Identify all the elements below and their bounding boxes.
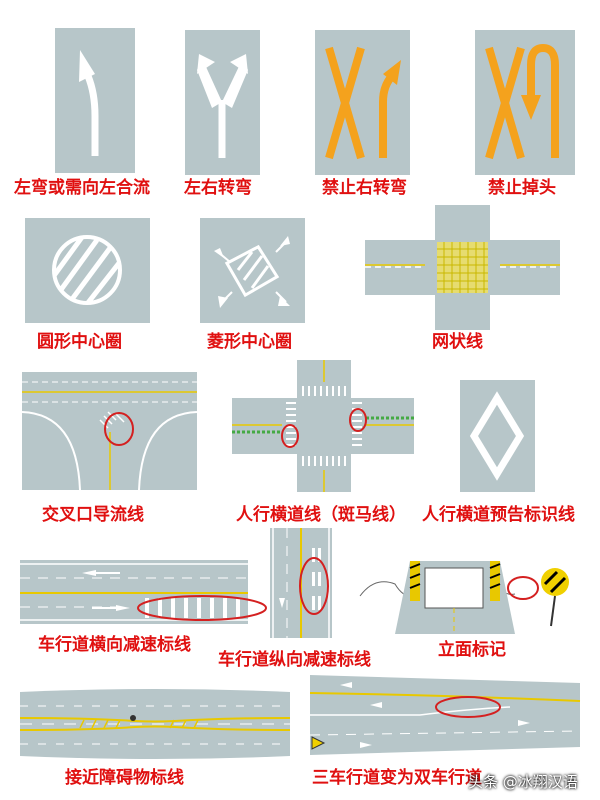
vertical-marking-icon — [359, 561, 569, 634]
caption-circular-center: 圆形中心圈 — [37, 332, 122, 352]
tile-crossing-warning — [460, 380, 535, 492]
caption-pedestrian-crossing: 人行横道线（斑马线） — [236, 505, 406, 525]
caption-left-right-turn: 左右转弯 — [184, 178, 252, 198]
tile-circular-center — [25, 218, 150, 323]
caption-transverse-deceleration: 车行道横向减速标线 — [38, 635, 191, 655]
intersection-channelization-icon — [21, 372, 198, 491]
tile-left-turn-arrow — [55, 28, 135, 173]
tile-diamond-center — [200, 218, 305, 323]
caption-diamond-center: 菱形中心圈 — [207, 332, 292, 352]
caption-obstacle-approach: 接近障碍物标线 — [65, 768, 184, 788]
caption-longitudinal-deceleration: 车行道纵向减速标线 — [218, 650, 371, 670]
crossing-warning-diamond-icon — [469, 391, 525, 481]
three-to-two-lane-icon — [309, 675, 581, 755]
pedestrian-crossing-icon — [232, 360, 414, 492]
diamond-center-marking-icon — [214, 236, 290, 308]
watermark-text: 头条 @冰翔汉语 — [468, 773, 578, 791]
left-right-turn-arrow-icon — [197, 54, 248, 158]
left-turn-arrow-icon — [79, 50, 99, 156]
tile-left-right-turn — [185, 30, 260, 175]
no-u-turn-icon — [485, 43, 559, 160]
caption-no-u-turn: 禁止掉头 — [488, 178, 556, 198]
caption-no-right-turn: 禁止右转弯 — [322, 178, 407, 198]
no-right-turn-icon — [325, 46, 401, 160]
tile-no-u-turn — [475, 30, 575, 175]
caption-channelization: 交叉口导流线 — [42, 505, 144, 525]
tile-no-right-turn — [315, 30, 410, 175]
caption-crossing-warning: 人行横道预告标识线 — [422, 505, 575, 525]
circular-center-marking-icon — [52, 235, 122, 305]
transverse-deceleration-icon — [20, 560, 267, 624]
grid-line-intersection-icon — [365, 205, 560, 330]
caption-left-turn: 左弯或需向左合流 — [14, 178, 150, 198]
obstacle-approach-icon — [19, 689, 291, 759]
longitudinal-deceleration-icon — [270, 528, 332, 638]
caption-vertical-marking: 立面标记 — [438, 640, 506, 660]
caption-grid-line: 网状线 — [432, 332, 483, 352]
caption-three-to-two-lane: 三车行道变为双车行道 — [312, 768, 482, 788]
